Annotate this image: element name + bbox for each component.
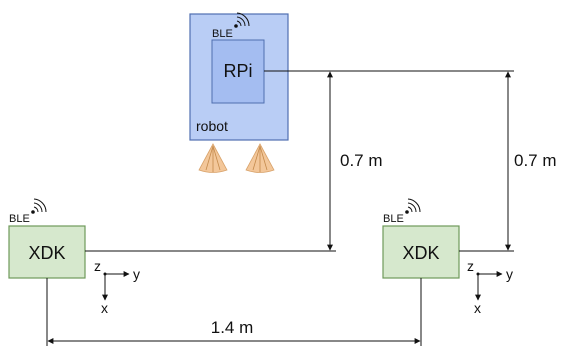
robot-block: RPi robot BLE <box>189 12 289 141</box>
axis-y-label: y <box>506 266 513 282</box>
xdk-right-ble-label: BLE <box>383 213 404 225</box>
rpi-box <box>211 39 265 104</box>
axis-x-label: x <box>101 300 108 316</box>
xdk-right-block: XDK BLE <box>382 198 460 279</box>
wifi-signal-icon <box>234 12 250 28</box>
axis-z-label: z <box>94 258 101 274</box>
xdk-right-label: XDK <box>402 243 439 263</box>
xdk-left-label: XDK <box>28 243 65 263</box>
xdk-left-block: XDK BLE <box>8 198 86 279</box>
robot-label: robot <box>196 118 228 134</box>
wifi-signal-icon <box>31 198 47 214</box>
xdk-right-box <box>382 225 460 279</box>
wifi-signal-icon <box>405 198 421 214</box>
axis-x-label: x <box>474 300 481 316</box>
xdk-left-box <box>8 225 86 279</box>
axis-arrow-icon: z y x <box>467 258 513 316</box>
rpi-label: RPi <box>223 61 252 81</box>
robot-ble-label: BLE <box>212 28 233 40</box>
axis-z-label: z <box>467 258 474 274</box>
vertical-distance-label-right: 0.7 m <box>514 151 557 170</box>
axis-arrow-icon: z y x <box>94 258 140 316</box>
ultrasonic-sensor-icon <box>198 143 228 173</box>
xdk-left-ble-label: BLE <box>9 213 30 225</box>
horizontal-distance-label: 1.4 m <box>211 318 254 337</box>
vertical-distance-label-left: 0.7 m <box>340 151 383 170</box>
ultrasonic-sensor-icon <box>245 143 275 173</box>
axis-y-label: y <box>133 266 140 282</box>
